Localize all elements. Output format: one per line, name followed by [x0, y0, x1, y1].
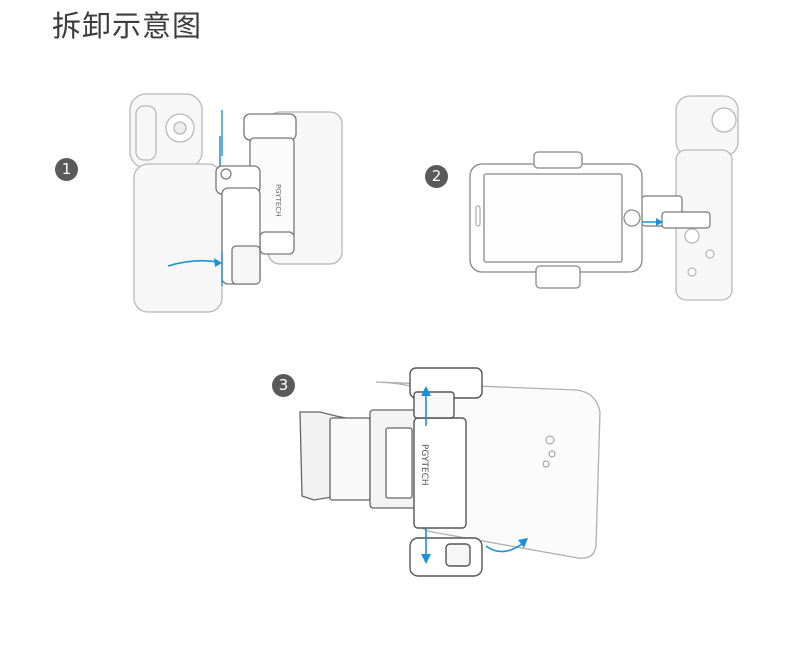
step-3-illustration: PGYTECH: [299, 367, 601, 577]
step-1-brand: PGYTECH: [274, 184, 282, 216]
step-3-brand: PGYTECH: [419, 444, 429, 486]
clip-top-jaw: [243, 113, 297, 141]
curved-arrow-icon: [167, 259, 219, 267]
curved-arrow-icon: [485, 543, 523, 553]
gimbal-body: [133, 163, 223, 313]
step-2-illustration: [469, 95, 739, 301]
clip-top-jaw: [533, 151, 583, 169]
clip-bottom-jaw: [259, 231, 295, 255]
step-1-badge: 1: [55, 158, 78, 181]
page-title: 拆卸示意图: [52, 9, 203, 43]
clip-bottom-jaw: [535, 265, 581, 289]
step-2-badge: 2: [425, 165, 448, 188]
step-1-illustration: PGYTECH: [129, 93, 343, 313]
step-3-badge: 3: [272, 374, 295, 397]
